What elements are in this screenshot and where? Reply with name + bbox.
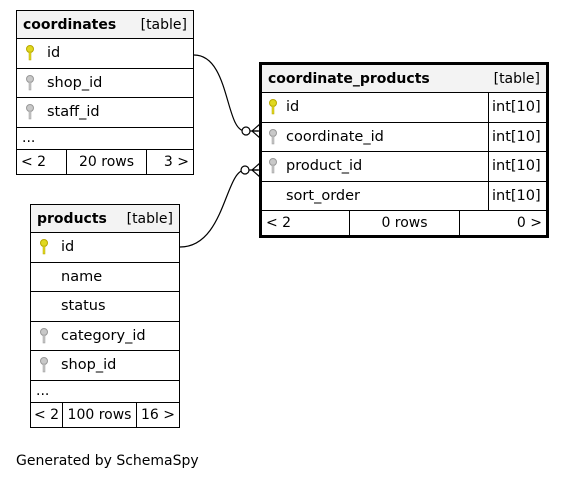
more-columns-ellipsis: ... [17, 128, 193, 150]
foreign-key-icon [39, 356, 49, 374]
column-name: sort_order [286, 187, 360, 204]
primary-key-icon [25, 44, 35, 62]
table-products[interactable]: products [table] id name status category… [30, 204, 180, 428]
foreign-key-icon [268, 157, 278, 175]
column-row-id[interactable]: id int[10] [262, 93, 546, 123]
table-coordinate-products[interactable]: coordinate_products [table] id int[10] c… [259, 62, 549, 238]
column-row-coordinate-id[interactable]: coordinate_id int[10] [262, 122, 546, 152]
column-row-shop-id[interactable]: shop_id [17, 69, 193, 98]
column-row-id[interactable]: id [31, 233, 179, 263]
table-header: coordinate_products [table] [262, 65, 546, 93]
relation-products-to-coordinate-products [179, 169, 258, 248]
column-name: id [61, 239, 75, 256]
relation-coordinates-to-coordinate-products [193, 54, 258, 132]
foreign-key-icon [25, 74, 35, 92]
foreign-key-icon [39, 327, 49, 345]
table-header: coordinates [table] [17, 11, 193, 39]
row-count: 0 rows [350, 211, 460, 235]
column-name: staff_id [47, 104, 100, 121]
more-columns-ellipsis: ... [31, 381, 179, 403]
table-coordinates[interactable]: coordinates [table] id shop_id staff_id … [16, 10, 194, 175]
column-name: category_id [61, 327, 146, 344]
table-footer: < 2 0 rows 0 > [262, 211, 546, 235]
parents-count[interactable]: < 2 [31, 402, 63, 427]
foreign-key-icon [268, 128, 278, 146]
column-type: int[10] [488, 152, 546, 181]
relation-optional-marker [241, 126, 251, 136]
table-kind: [table] [126, 210, 173, 227]
column-name: shop_id [61, 357, 117, 374]
relation-many-crowfoot [251, 123, 261, 139]
column-row-category-id[interactable]: category_id [31, 322, 179, 351]
column-name: shop_id [47, 74, 103, 91]
table-kind: [table] [493, 70, 540, 87]
relation-many-crowfoot [251, 162, 261, 178]
table-name: coordinate_products [268, 70, 430, 87]
parents-count[interactable]: < 2 [262, 211, 350, 235]
table-header: products [table] [31, 205, 179, 233]
column-row-shop-id[interactable]: shop_id [31, 351, 179, 381]
column-type: int[10] [488, 122, 546, 151]
column-row-status[interactable]: status [31, 292, 179, 322]
column-row-sort-order[interactable]: sort_order int[10] [262, 181, 546, 211]
column-row-id[interactable]: id [17, 39, 193, 69]
table-name: products [37, 210, 107, 227]
row-count: 20 rows [67, 149, 147, 174]
column-row-name[interactable]: name [31, 263, 179, 292]
children-count[interactable]: 3 > [163, 153, 189, 170]
generated-by-label: Generated by SchemaSpy [16, 453, 199, 469]
column-name: name [61, 268, 103, 285]
children-count[interactable]: 0 > [516, 215, 542, 231]
primary-key-icon [39, 238, 49, 256]
table-kind: [table] [140, 16, 187, 33]
table-name: coordinates [23, 16, 117, 33]
parents-count[interactable]: < 2 [17, 149, 67, 174]
column-name: status [61, 298, 106, 315]
column-name: product_id [286, 158, 363, 175]
column-name: id [47, 45, 61, 62]
row-count: 100 rows [63, 402, 137, 427]
column-type: int[10] [488, 181, 546, 210]
column-type: int[10] [488, 93, 546, 122]
children-count[interactable]: 16 > [141, 406, 175, 423]
column-name: coordinate_id [286, 128, 384, 145]
primary-key-icon [268, 98, 278, 116]
relation-optional-marker [240, 165, 250, 175]
table-footer: < 2 20 rows 3 > [17, 149, 193, 174]
column-name: id [286, 99, 300, 116]
foreign-key-icon [25, 103, 35, 121]
table-footer: < 2 100 rows 16 > [31, 402, 179, 427]
column-row-staff-id[interactable]: staff_id [17, 98, 193, 128]
column-row-product-id[interactable]: product_id int[10] [262, 152, 546, 182]
